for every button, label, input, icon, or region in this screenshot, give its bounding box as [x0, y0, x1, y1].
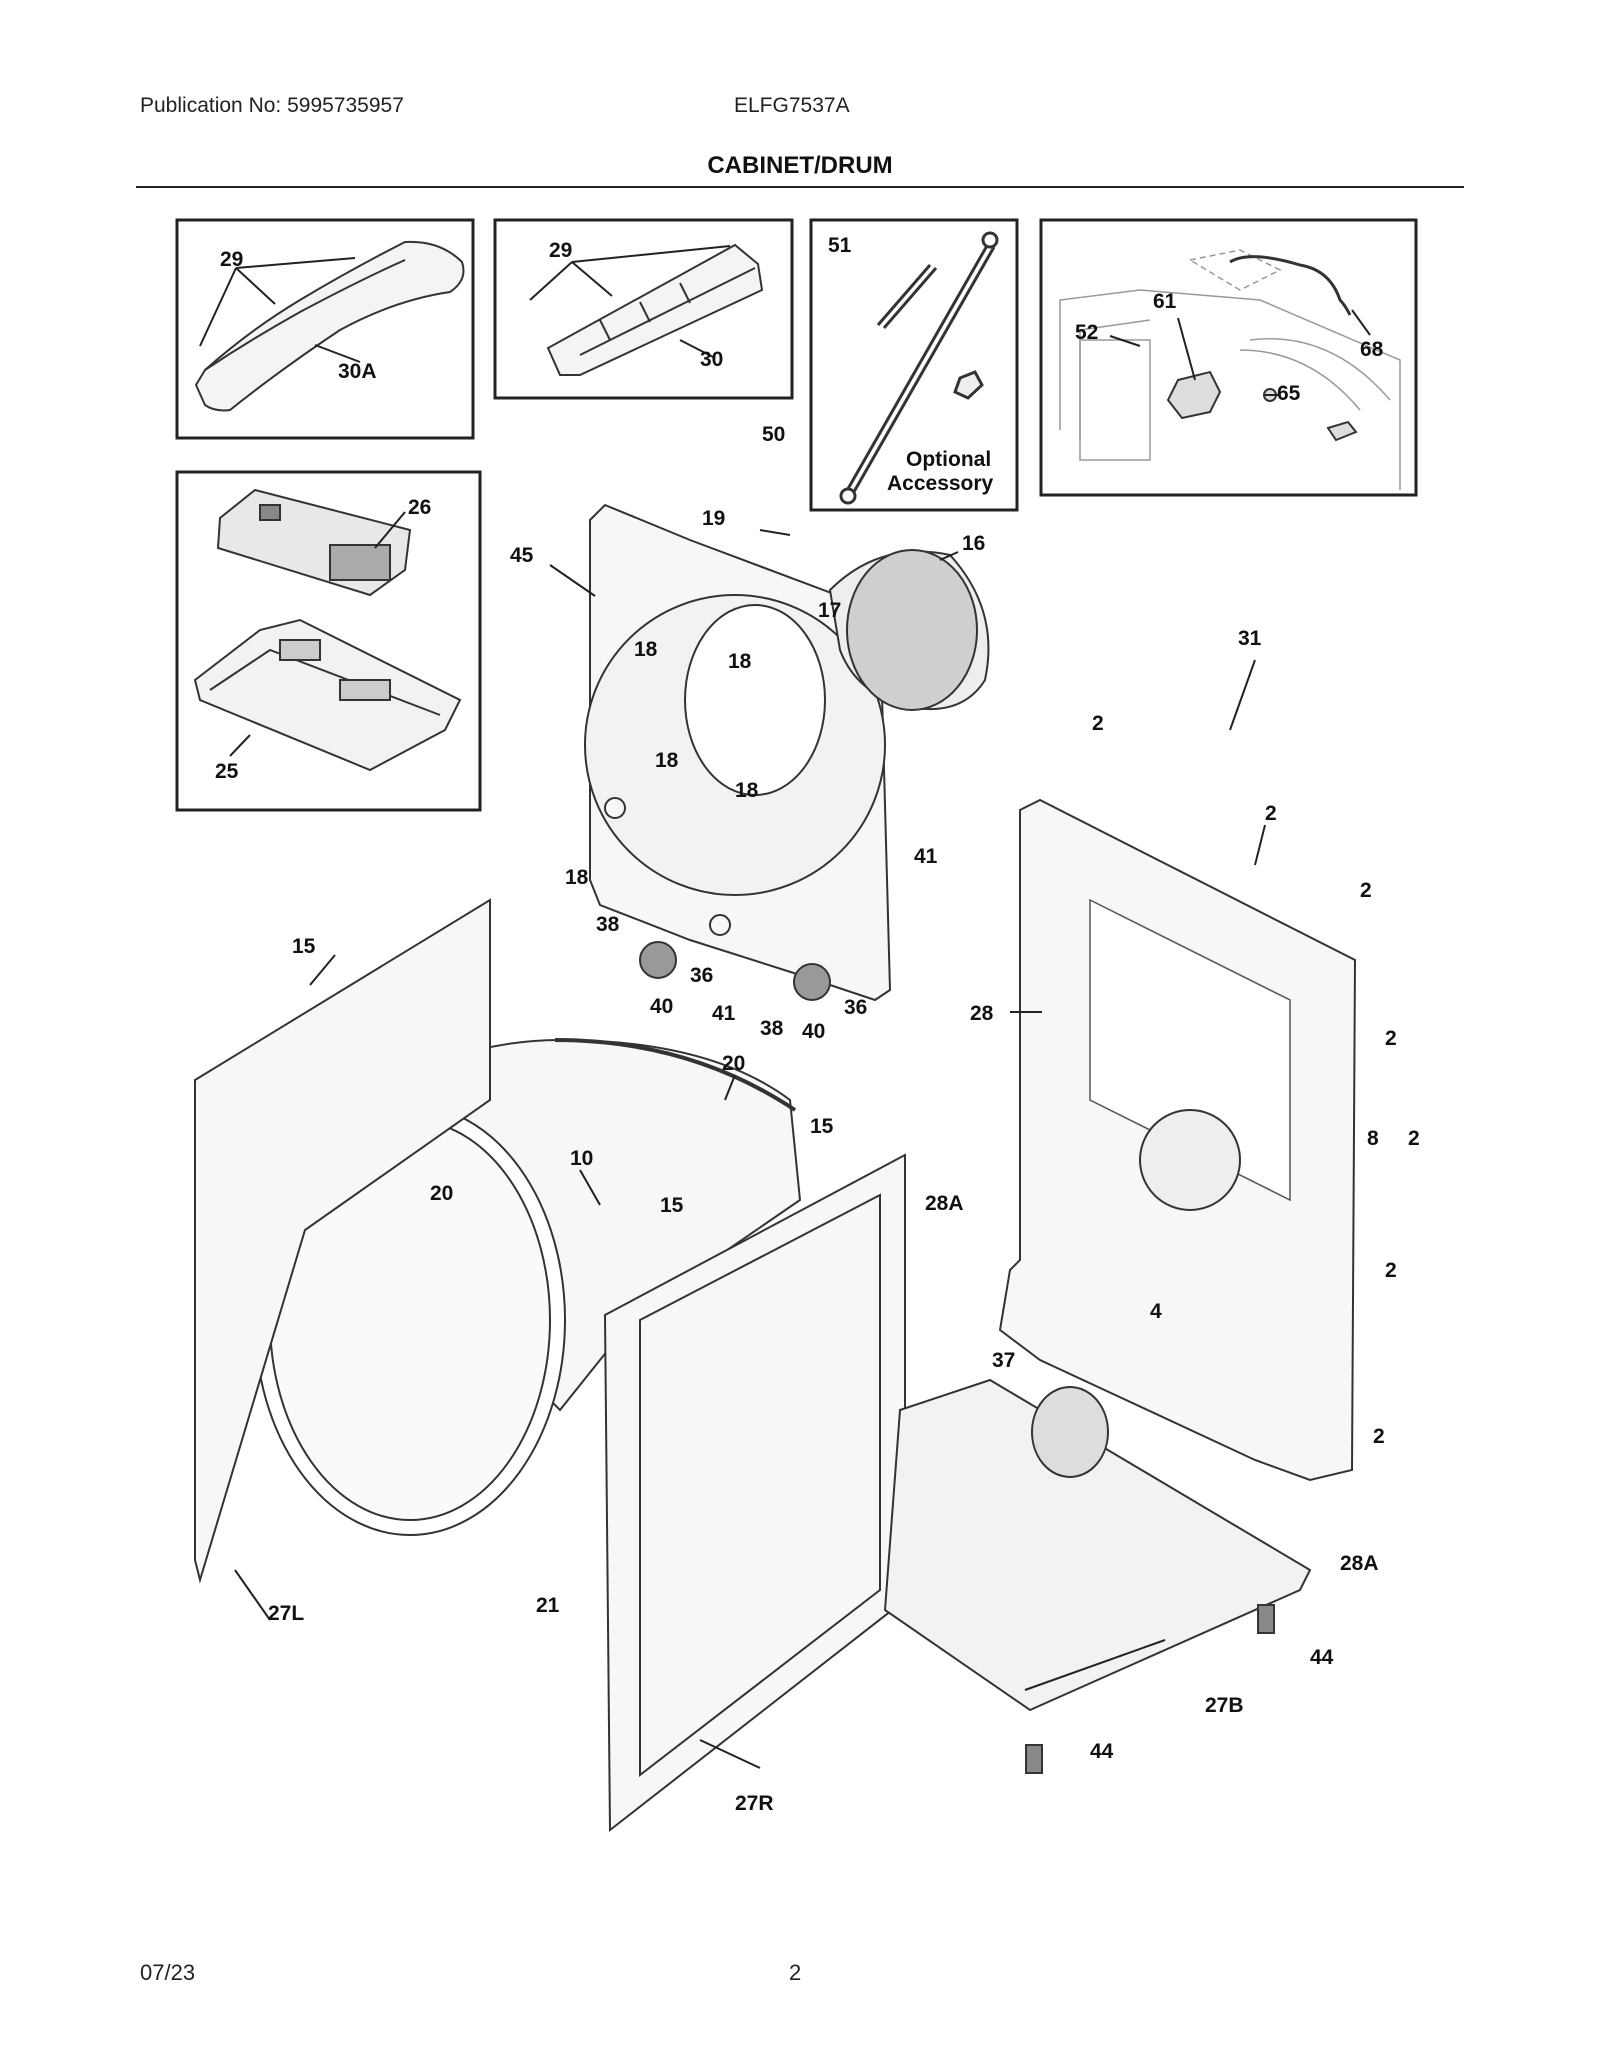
callout-29: 29 — [220, 248, 243, 271]
callout-41: 41 — [712, 1002, 736, 1025]
callout-26: 26 — [408, 496, 431, 519]
callout-2: 2 — [1385, 1259, 1397, 1282]
page-title: CABINET/DRUM — [707, 152, 893, 179]
callout-28a: 28A — [1340, 1552, 1379, 1575]
callout-31: 31 — [1238, 627, 1262, 650]
callout-27r: 27R — [735, 1792, 774, 1815]
callout-28: 28 — [970, 1002, 994, 1025]
drum-rollers-40 — [639, 941, 831, 1001]
callout-2: 2 — [1408, 1127, 1420, 1150]
callout-2: 2 — [1092, 712, 1104, 735]
board-bracket-25 — [193, 618, 462, 772]
callout-36: 36 — [844, 996, 867, 1019]
callout-10: 10 — [570, 1147, 593, 1170]
callout-37: 37 — [992, 1349, 1015, 1372]
rear-panel-28 — [998, 798, 1357, 1482]
lint-filter-housing-16 — [828, 549, 990, 711]
callout-28a: 28A — [925, 1192, 964, 1215]
callout-27b: 27B — [1205, 1694, 1244, 1717]
callout-15: 15 — [292, 935, 316, 958]
callout-15: 15 — [660, 1194, 684, 1217]
inset-box-valve — [1039, 218, 1418, 497]
callout-44: 44 — [1310, 1646, 1334, 1669]
callout-30a: 30A — [338, 360, 377, 383]
callout-61: 61 — [1153, 290, 1177, 313]
water-hoses — [839, 231, 999, 505]
header-rule — [136, 186, 1464, 188]
callout-45: 45 — [510, 544, 534, 567]
callout-25: 25 — [215, 760, 239, 783]
callout-2: 2 — [1385, 1027, 1397, 1050]
callout-17: 17 — [818, 599, 841, 622]
callout-19: 19 — [702, 507, 725, 530]
callout-30: 30 — [700, 348, 723, 371]
callout-18: 18 — [565, 866, 589, 889]
callout-20: 20 — [722, 1052, 745, 1075]
publication-date: 07/23 — [140, 1960, 196, 1985]
callout-18: 18 — [735, 779, 759, 802]
callout-18: 18 — [728, 650, 752, 673]
callout-68: 68 — [1360, 338, 1384, 361]
callout-29: 29 — [549, 239, 572, 262]
control-board-26 — [216, 488, 412, 597]
callout-51: 51 — [828, 234, 852, 257]
callout-18: 18 — [634, 638, 658, 661]
callout-15: 15 — [810, 1115, 834, 1138]
callout-20: 20 — [430, 1182, 453, 1205]
optional-label: Optional — [906, 448, 991, 471]
callout-40: 40 — [802, 1020, 825, 1043]
gas-valve-assembly — [1059, 249, 1401, 490]
callout-65: 65 — [1277, 382, 1301, 405]
lint-duct-30 — [546, 243, 764, 376]
callout-38: 38 — [760, 1017, 784, 1040]
callout-2: 2 — [1373, 1425, 1385, 1448]
callout-50: 50 — [762, 423, 785, 446]
callout-41: 41 — [914, 845, 938, 868]
callout-52: 52 — [1075, 321, 1098, 344]
page-number: 2 — [789, 1960, 802, 1985]
callout-40: 40 — [650, 995, 673, 1018]
inset-box-30a — [175, 218, 475, 440]
base-27b — [883, 1378, 1312, 1712]
leveling-legs-44 — [1025, 1604, 1275, 1774]
callout-38: 38 — [596, 913, 620, 936]
callout-16: 16 — [962, 532, 985, 555]
callout-2: 2 — [1265, 802, 1277, 825]
callout-18: 18 — [655, 749, 679, 772]
callout-4: 4 — [1150, 1300, 1162, 1323]
publication-number: Publication No: 5995735957 — [140, 94, 404, 117]
inset-box-board — [175, 470, 482, 812]
callout-2: 2 — [1360, 879, 1372, 902]
callout-44: 44 — [1090, 1740, 1114, 1763]
accessory-label: Accessory — [887, 472, 994, 495]
callout-8: 8 — [1367, 1127, 1379, 1150]
callout-21: 21 — [536, 1594, 560, 1617]
side-panel-27l — [194, 898, 491, 1584]
duct-cover-30a — [194, 240, 465, 412]
callout-27l: 27L — [268, 1602, 304, 1625]
callout-36: 36 — [690, 964, 713, 987]
blower-housing-37 — [1031, 1386, 1109, 1478]
rear-bulkhead-45 — [584, 503, 892, 1002]
inset-box-30 — [493, 218, 794, 400]
model-number: ELFG7537A — [734, 94, 850, 117]
inset-box-hose — [809, 218, 1019, 512]
